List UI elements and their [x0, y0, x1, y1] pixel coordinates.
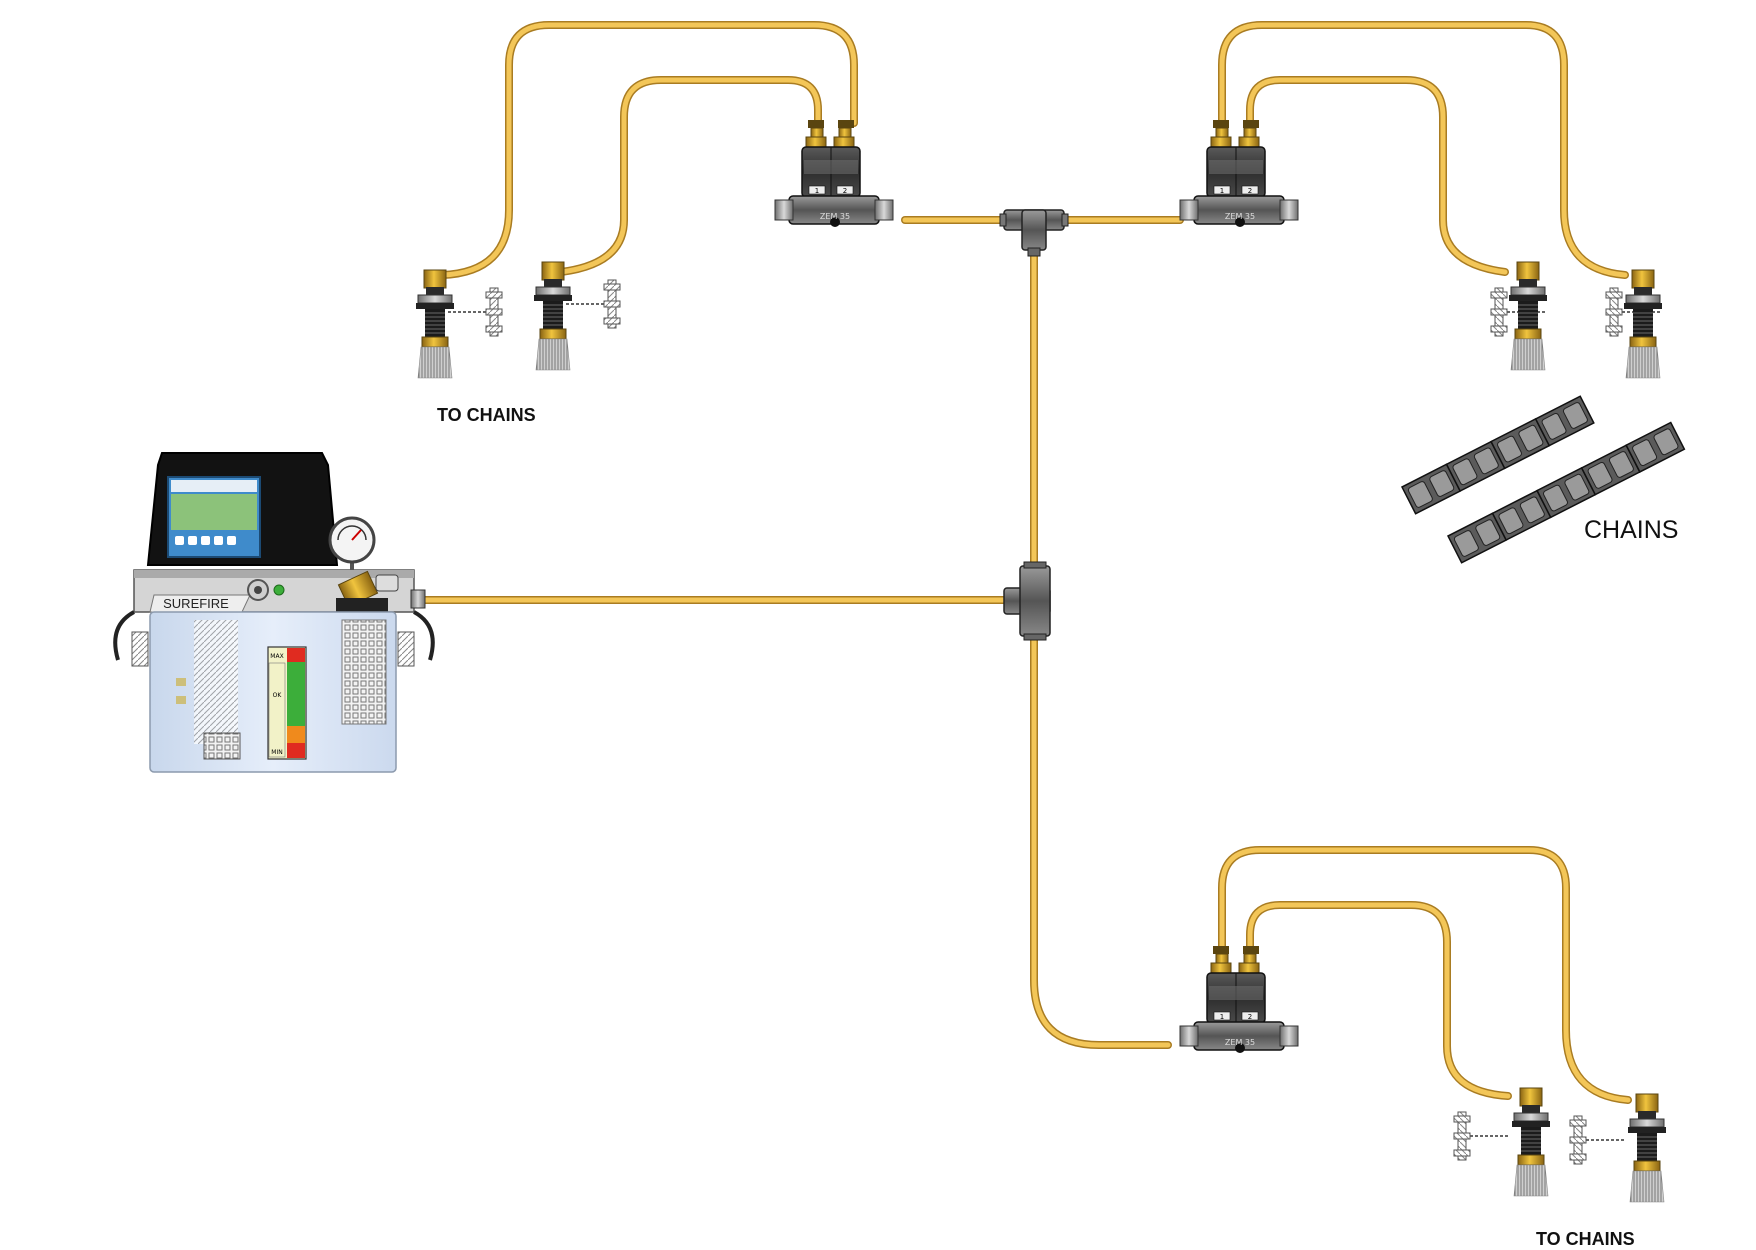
- lubrication-pump-icon: SUREFIRE MAX OK: [113, 452, 435, 773]
- brush-group-bottom-right: [1453, 1087, 1667, 1203]
- brush-applicator-icon: [1627, 1093, 1667, 1203]
- tee-fitting-icon: [1003, 561, 1051, 641]
- valve-top-right: ZEM 35: [1179, 119, 1299, 228]
- distribution-valve-icon: [1179, 119, 1299, 228]
- level-min-label: MIN: [271, 749, 282, 756]
- distribution-valve-icon: [1179, 945, 1299, 1054]
- valve-bottom-right: ZEM 35: [1179, 945, 1299, 1054]
- level-ok-label: OK: [273, 692, 283, 699]
- mounting-bracket-icon: [1569, 1115, 1625, 1165]
- valve-model-label: ZEM 35: [820, 212, 850, 221]
- valve-model-label: ZEM 35: [1225, 1038, 1255, 1047]
- mounting-bracket-icon: [1453, 1111, 1509, 1161]
- valve-model-label: ZEM 35: [1225, 212, 1255, 221]
- valve-top-left: ZEM 35: [774, 119, 894, 228]
- brush-applicator-icon: [415, 269, 455, 379]
- mounting-bracket-icon: [565, 279, 621, 329]
- tubing: [416, 21, 1632, 1104]
- tee-fitting-icon: [999, 209, 1069, 257]
- to-chains-label: TO CHAINS: [1536, 1229, 1635, 1249]
- pump-brand-label: SUREFIRE: [163, 596, 229, 611]
- brush-applicator-icon: [1511, 1087, 1551, 1197]
- brush-applicator-icon: [1508, 261, 1548, 371]
- level-gauge: MAX OK MIN: [267, 646, 307, 760]
- mounting-bracket-icon: [447, 287, 503, 337]
- distribution-valve-icon: [774, 119, 894, 228]
- brush-group-top-right: [1490, 261, 1663, 379]
- to-chains-label: TO CHAINS: [437, 405, 536, 425]
- chains-label: CHAINS: [1584, 516, 1679, 544]
- controller-buttons: [175, 536, 236, 545]
- brush-group-top-left: [415, 261, 621, 379]
- level-max-label: MAX: [270, 653, 283, 660]
- brush-applicator-icon: [533, 261, 573, 371]
- brush-applicator-icon: [1623, 269, 1663, 379]
